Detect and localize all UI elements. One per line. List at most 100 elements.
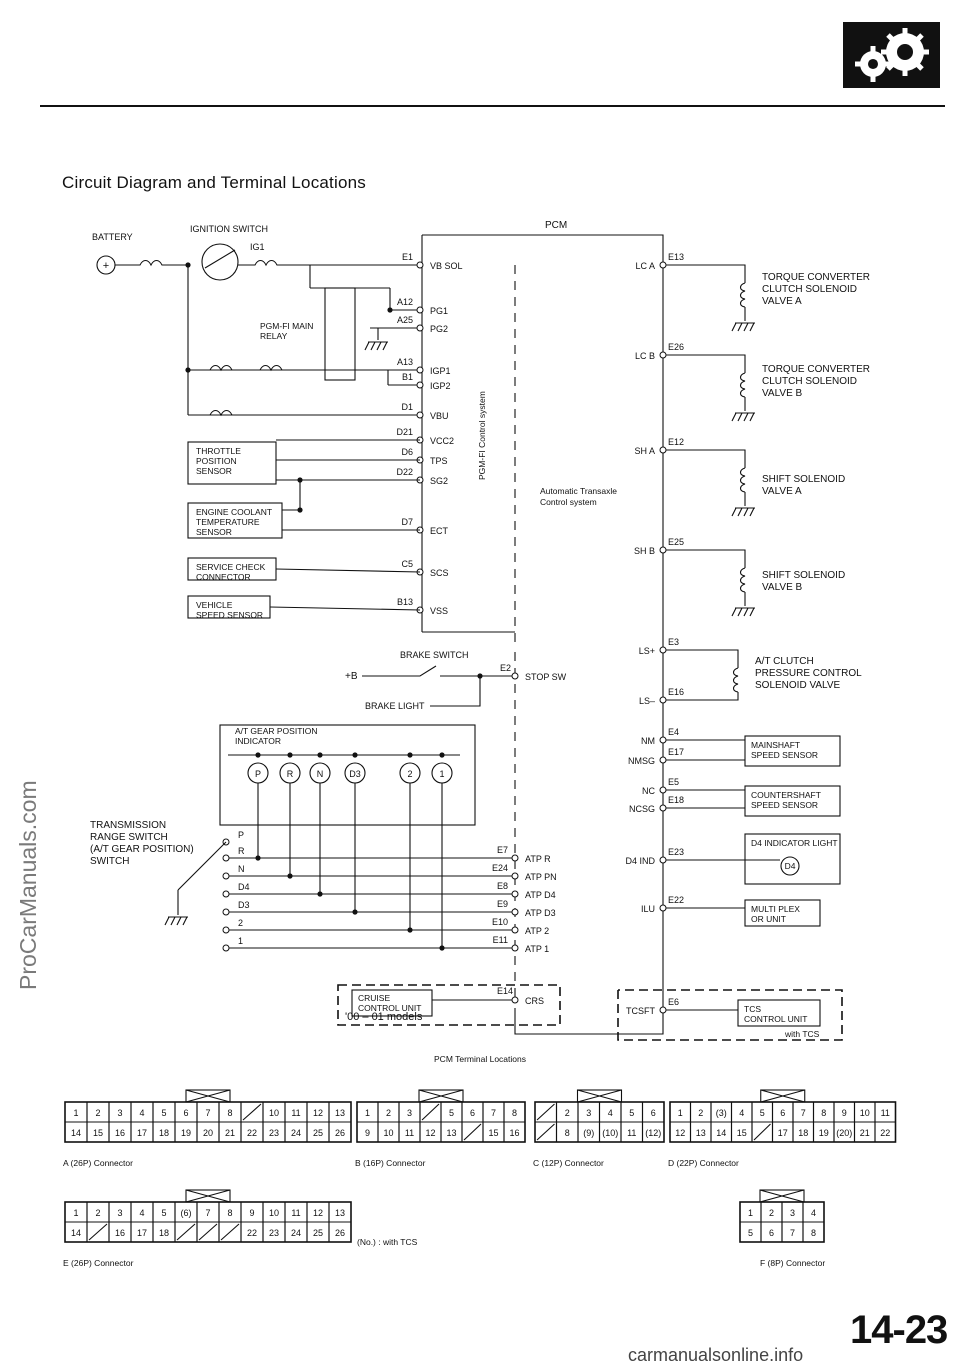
header-rule [40,105,945,107]
d4-lamp-label: D4 [785,861,796,871]
wire [743,322,749,332]
terminal-number: 15 [488,1128,498,1138]
sensor-label: SPEED SENSOR [196,610,263,620]
wire [731,607,737,617]
terminal-number: 26 [335,1228,345,1238]
connector-label: A (26P) Connector [63,1158,133,1168]
brake-switch [362,665,515,677]
terminal-number: 26 [335,1128,345,1138]
terminal-number: 5 [161,1108,166,1118]
terminal-number: 10 [383,1128,393,1138]
module-label: TCS [744,1004,761,1014]
terminal-number: 15 [737,1128,747,1138]
solenoid-label: PRESSURE CONTROL [755,668,862,679]
pin-name: SH A [634,446,655,456]
solenoid-label: CLUTCH SOLENOID [762,284,857,295]
module-label: SPEED SENSOR [751,750,818,760]
wire [88,1223,108,1241]
sensor-label: CONNECTOR [196,572,251,582]
pin-id: E18 [668,795,684,805]
connector-key [185,1189,231,1203]
coil-symbol [732,667,739,693]
range-position-label: N [238,864,245,874]
wire [666,354,746,373]
terminal-pin [511,996,519,1004]
pin-name: SH B [634,546,655,556]
terminal-number: 22 [880,1128,890,1138]
wire [370,341,376,351]
terminal-number: 14 [71,1228,81,1238]
terminal-number: 11 [405,1128,414,1138]
terminal-pin [659,646,667,654]
pcm-outline [422,234,664,1035]
svg-text:ProCarManuals.com: ProCarManuals.com [15,780,41,990]
wire [170,916,176,926]
sensor-label: POSITION [196,456,237,466]
pin-id: B13 [397,597,413,607]
coil-symbol [739,567,746,593]
wire [463,1123,482,1141]
coil-symbol [739,372,746,398]
wire [536,1103,555,1121]
wire [364,341,370,351]
terminal-number: 16 [115,1228,125,1238]
pin-id: E13 [668,252,684,262]
terminal-number: 1 [73,1108,78,1118]
gear-indicator-label: A/T GEAR POSITION [235,726,318,736]
terminal-number: 3 [117,1108,122,1118]
pin-id: D22 [396,467,413,477]
module-box [744,785,841,817]
terminal-pin [222,926,230,934]
terminal-number: 18 [159,1228,169,1238]
pin-name: VSS [430,606,448,616]
solenoid-label: CLUTCH SOLENOID [762,376,857,387]
connector-label: B (16P) Connector [355,1158,426,1168]
terminal-number: 24 [291,1128,301,1138]
pin-name: TCSFT [626,1006,655,1016]
terminal-number: 24 [291,1228,301,1238]
wire [577,1089,622,1103]
wire [269,606,421,611]
terminal-number: 11 [881,1108,890,1118]
wire [749,607,755,617]
terminal-number: 5 [629,1108,634,1118]
wire [220,1223,240,1241]
module-label: MULTI PLEX [751,904,800,914]
wire [176,1223,196,1241]
wire [177,841,227,891]
trans-range-label: (A/T GEAR POSITION) [90,844,194,855]
wire [536,1123,555,1141]
module-label: OR UNIT [751,914,786,924]
trans-range-label: SWITCH [90,856,129,867]
terminal-number: 11 [291,1108,300,1118]
solenoid-label: VALVE A [762,486,802,497]
wire [376,341,382,351]
fuse [209,364,283,372]
cruise-dashed-box [337,984,561,1026]
d4-lamp-icon [780,856,800,876]
pin-id: E17 [668,747,684,757]
pin-name: ATP R [525,854,551,864]
terminal-number: 13 [335,1108,345,1118]
terminal-number: 7 [205,1208,210,1218]
main-relay-label: PGM-FI MAIN [260,321,313,331]
wire [185,1089,231,1103]
connector-label: F (8P) Connector [760,1258,825,1268]
terminal-number: 7 [801,1108,806,1118]
pin-id: E12 [668,437,684,447]
pin-id: E3 [668,637,679,647]
terminal-number: 6 [780,1108,785,1118]
junction-dot [255,855,261,861]
pin-id: A13 [397,357,413,367]
sensor-label: SENSOR [196,466,232,476]
terminal-number: 6 [183,1108,188,1118]
module-label: COUNTERSHAFT [751,790,821,800]
terminal-pin [416,306,424,314]
wire [737,412,743,422]
solenoid-label: VALVE B [762,582,803,593]
wire [760,1089,805,1103]
pin-name: ATP 1 [525,944,549,954]
fuse [209,409,233,417]
terminal-number: 8 [565,1128,570,1138]
terminal-number: (12) [645,1128,661,1138]
